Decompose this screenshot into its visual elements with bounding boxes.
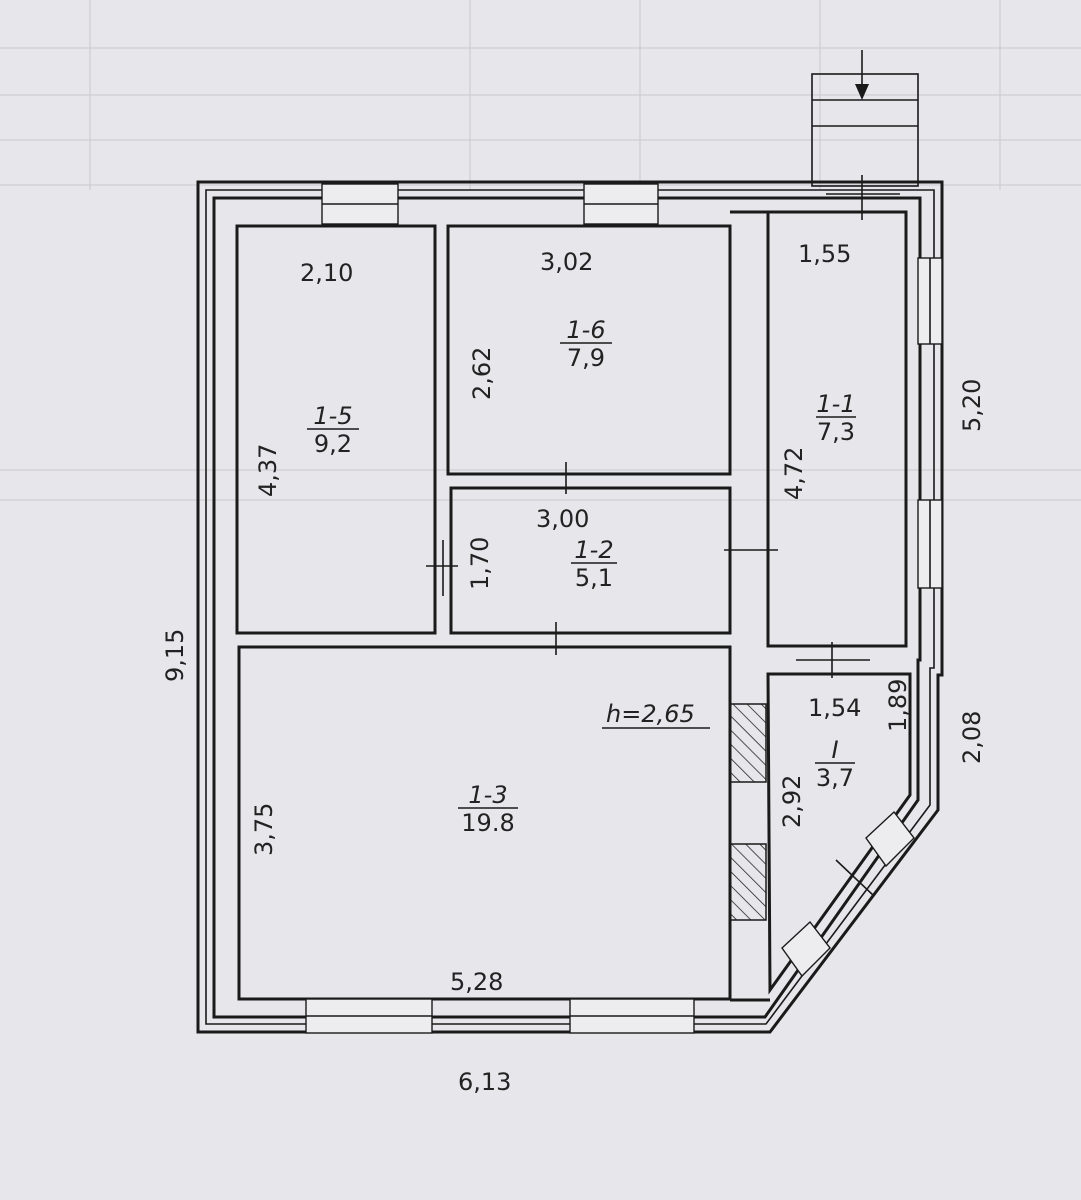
room-label-1-3: 1-319.8: [458, 781, 518, 837]
windows: [305, 183, 943, 1034]
room-1-5-outline: [235, 224, 437, 635]
room-label-1-5: 1-59,2: [307, 402, 359, 458]
dim-r11-width: 1,55: [798, 240, 851, 268]
ceiling-height: h=2,65: [602, 700, 710, 729]
room-number: I: [831, 736, 838, 764]
room-I-outline: [766, 672, 912, 995]
dim-outer-total-length: 9,15: [161, 629, 189, 682]
room-number: 1-6: [566, 316, 605, 344]
room-number: 1-5: [313, 402, 352, 430]
dim-outer-right-top: 5,20: [958, 379, 986, 432]
room-area: 7,9: [567, 344, 605, 372]
dim-outer-right-bottom: 2,08: [958, 711, 986, 764]
room-label-1-1: 1-17,3: [816, 390, 856, 446]
dimension-labels: 2,10 4,37 3,02 2,62 1,55 4,72 3,00 1,70 …: [161, 240, 986, 1096]
room-label-1-6: 1-67,9: [560, 316, 612, 372]
room-labels: 1-59,2 1-67,9 1-17,3 1-25,1 1-319.8 I3,7: [307, 316, 856, 837]
room-number: 1-2: [574, 536, 613, 564]
room-1-1-outline: [766, 210, 908, 648]
room-area: 5,1: [575, 564, 613, 592]
dim-r15-width: 2,10: [300, 259, 353, 287]
hatched-partitions: [729, 703, 767, 921]
dim-rI-width: 1,54: [808, 694, 861, 722]
dim-outer-total-width: 6,13: [458, 1068, 511, 1096]
room-1-3-outline: [237, 645, 732, 1001]
dim-r16-length: 2,62: [468, 347, 496, 400]
room-label-i: I3,7: [815, 736, 855, 792]
room-area: 3,7: [816, 764, 854, 792]
dim-r15-length: 4,37: [254, 444, 282, 497]
dim-r12-width: 3,00: [536, 505, 589, 533]
room-area: 7,3: [817, 418, 855, 446]
room-number: 1-1: [816, 390, 855, 418]
dim-rI-side: 1,89: [884, 679, 912, 732]
background-grid: [0, 0, 1081, 501]
entrance-steps: [811, 50, 919, 187]
room-area: 19.8: [461, 809, 514, 837]
room-area: 9,2: [314, 430, 352, 458]
dim-r13-length: 3,75: [250, 803, 278, 856]
dim-rI-length: 2,92: [778, 775, 806, 828]
dim-r12-length: 1,70: [466, 537, 494, 590]
dim-r13-width: 5,28: [450, 968, 503, 996]
dim-r16-width: 3,02: [540, 248, 593, 276]
room-label-1-2: 1-25,1: [571, 536, 617, 592]
dim-r11-length: 4,72: [780, 447, 808, 500]
ceiling-height-label: h=2,65: [606, 700, 695, 728]
doors: [426, 175, 900, 897]
room-number: 1-3: [468, 781, 507, 809]
